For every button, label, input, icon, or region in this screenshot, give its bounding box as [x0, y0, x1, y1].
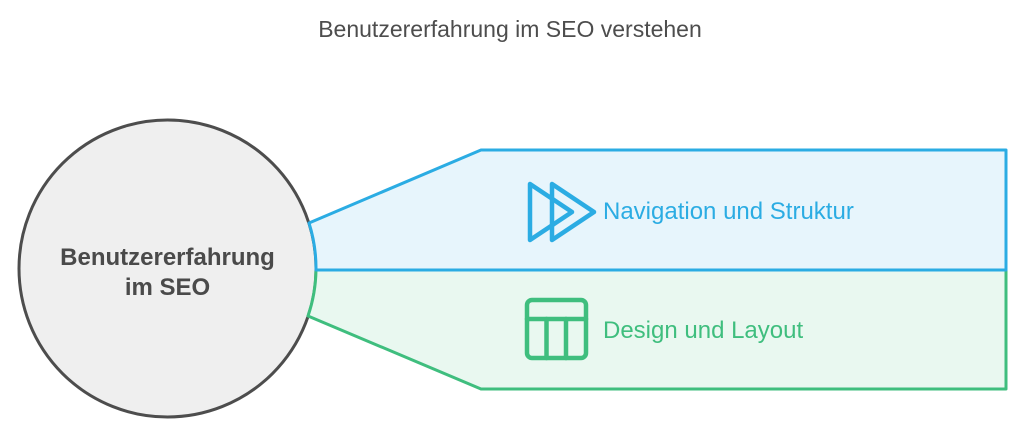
branch-label-design: Design und Layout — [603, 317, 803, 344]
center-node-label-line2: im SEO — [125, 274, 210, 301]
fast-forward-icon — [527, 181, 597, 243]
branch-banner-navigation — [307, 148, 1008, 272]
table-layout-icon — [524, 297, 589, 361]
branch-banner-design — [306, 268, 1008, 391]
diagram-title: Benutzererfahrung im SEO verstehen — [318, 16, 702, 42]
center-node-label-line1: Benutzererfahrung — [60, 244, 275, 271]
branch-label-navigation: Navigation und Struktur — [603, 198, 854, 225]
